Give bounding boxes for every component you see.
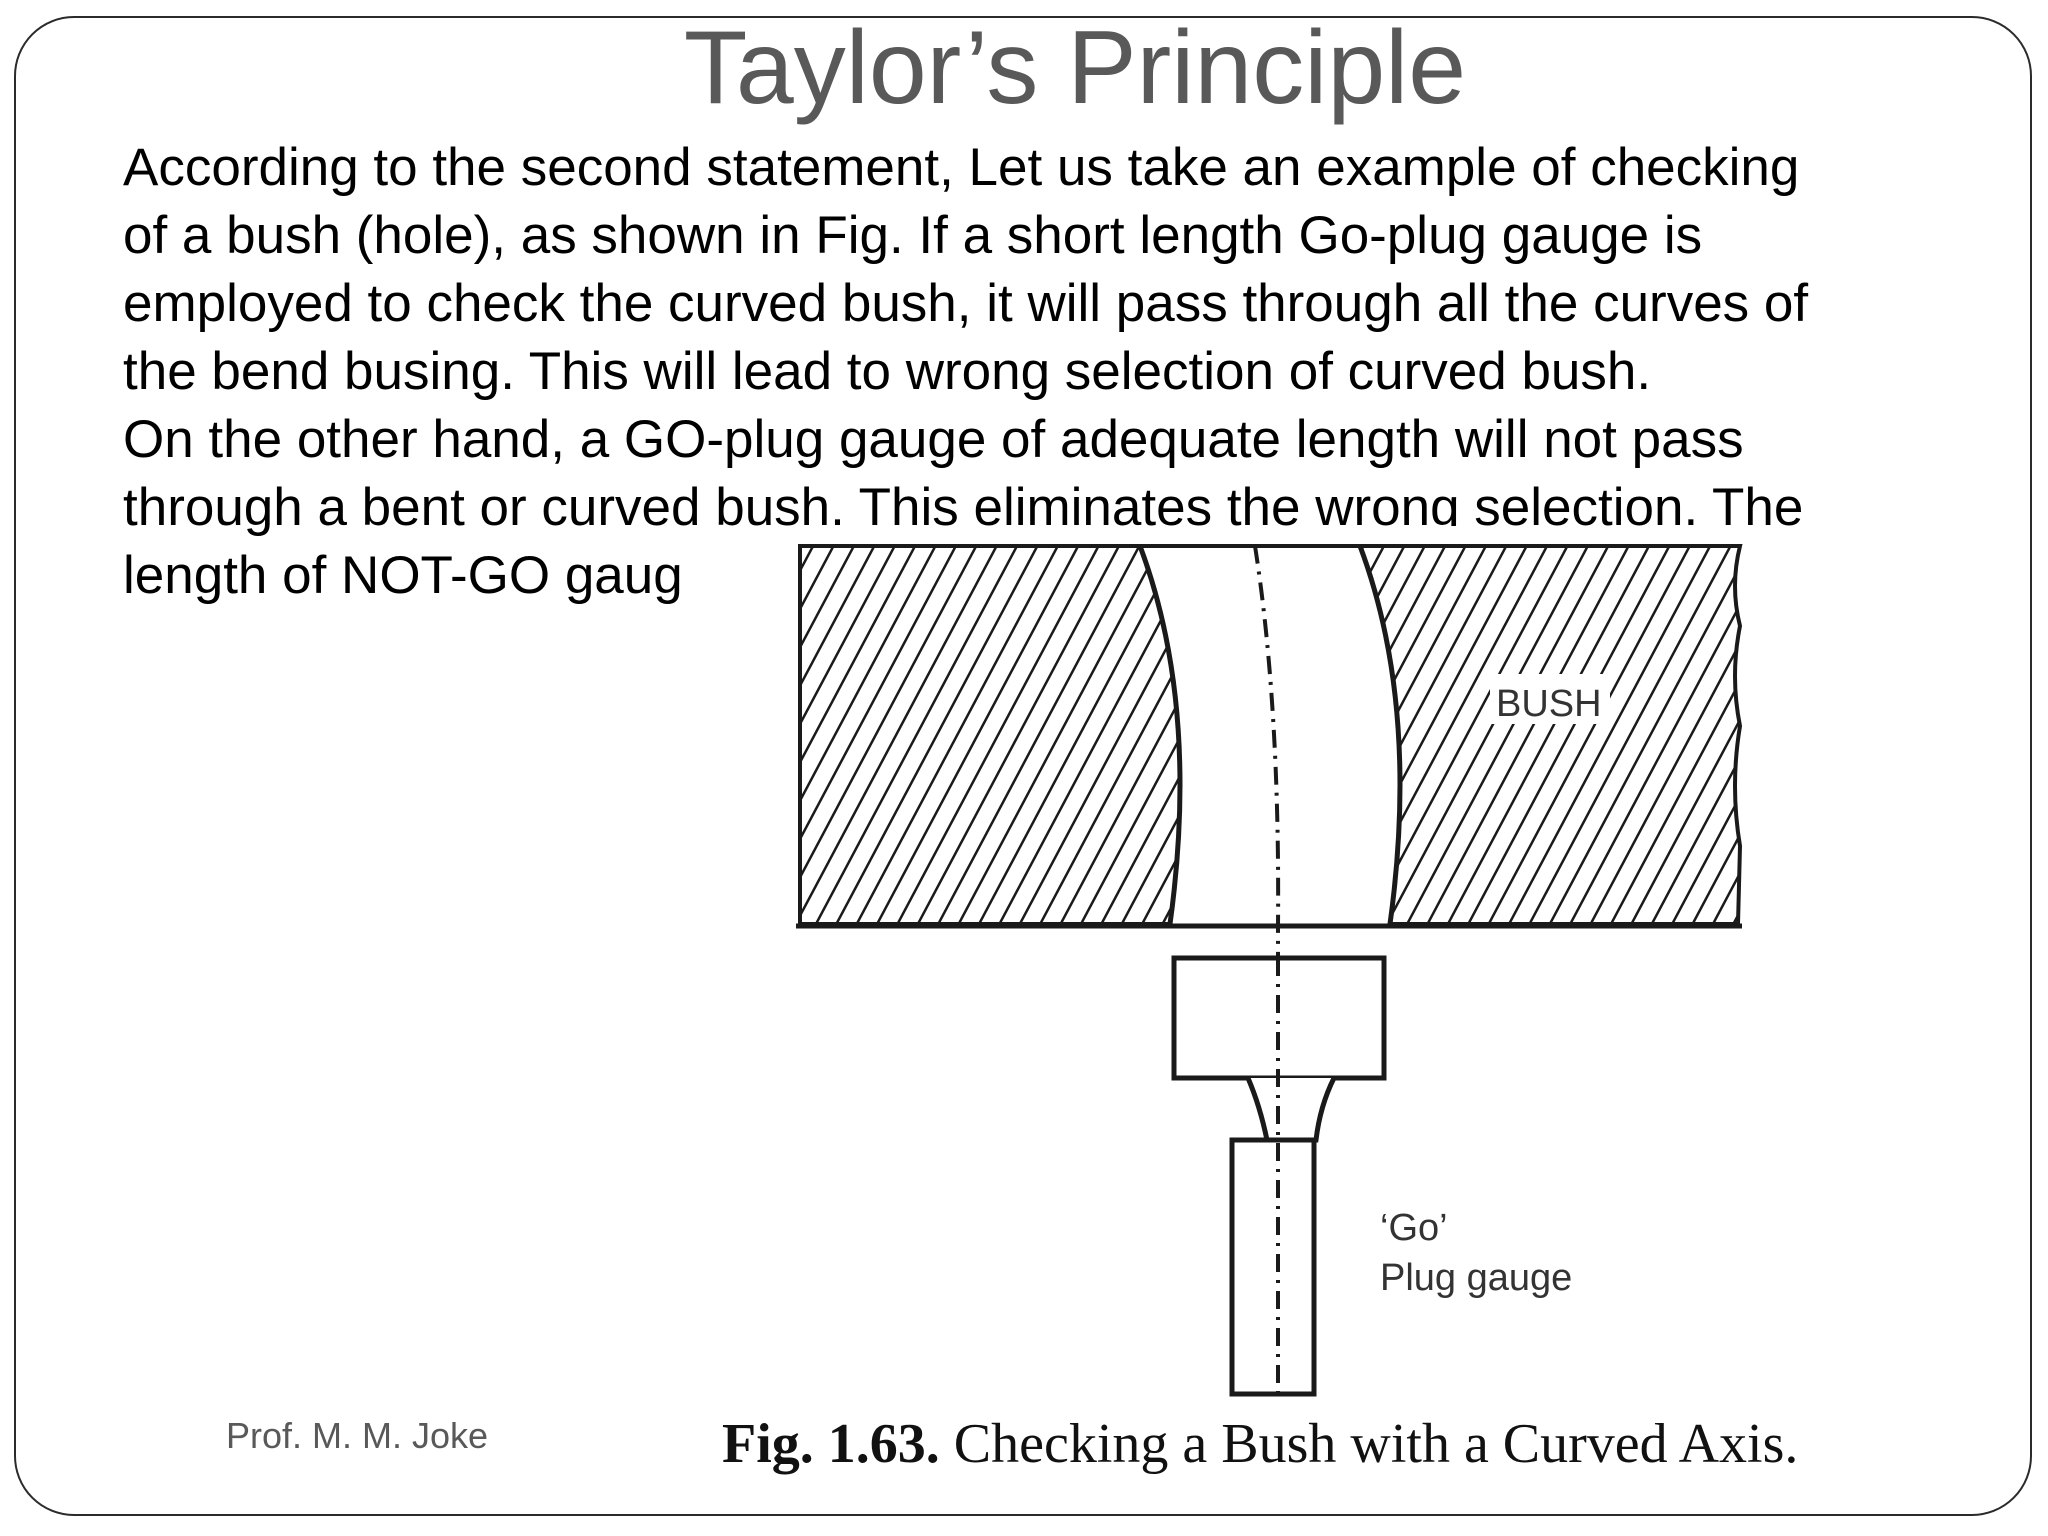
bush-label: BUSH (1496, 683, 1602, 725)
bush-diagram: BUSH ‘Go’ Plug gauge (796, 544, 1743, 1397)
figure-caption-number: Fig. 1.63. (722, 1413, 940, 1475)
curved-axis-line (1253, 545, 1281, 1396)
body-line: employed to check the curved bush, it wi… (123, 274, 1809, 333)
body-line: of a bush (hole), as shown in Fig. If a … (123, 206, 1703, 265)
bush-right-wall (1357, 544, 1743, 926)
figure-caption: Fig. 1.63. Checking a Bush with a Curved… (722, 1412, 1822, 1476)
slide-body-text: According to the second statement, Let u… (123, 134, 2003, 610)
body-line: the bend busing. This will lead to wrong… (123, 342, 1652, 401)
figure-caption-text: Checking a Bush with a Curved Axis. (939, 1413, 1799, 1475)
bush-label-background (1490, 674, 1610, 724)
gauge-label-line2: Plug gauge (1380, 1257, 1572, 1299)
bore-left-edge (1137, 545, 1183, 925)
gauge-shank (1229, 1137, 1317, 1397)
slide-title: Taylor’s Principle (683, 10, 1467, 126)
footer-author: Prof. M. M. Joke (226, 1415, 489, 1456)
body-line: On the other hand, a GO-plug gauge of ad… (123, 410, 1744, 469)
bush-left-wall (798, 544, 1182, 926)
gauge-label-line1: ‘Go’ (1380, 1207, 1448, 1249)
bush-figure: BUSH ‘Go’ Plug gauge Fig. 1.63. Checking… (700, 526, 1810, 1486)
body-line: According to the second statement, Let u… (123, 138, 1800, 197)
gauge-neck (1245, 1076, 1337, 1143)
body-line: length of NOT-GO gaug (123, 546, 683, 605)
bore-right-edge (1357, 545, 1403, 925)
